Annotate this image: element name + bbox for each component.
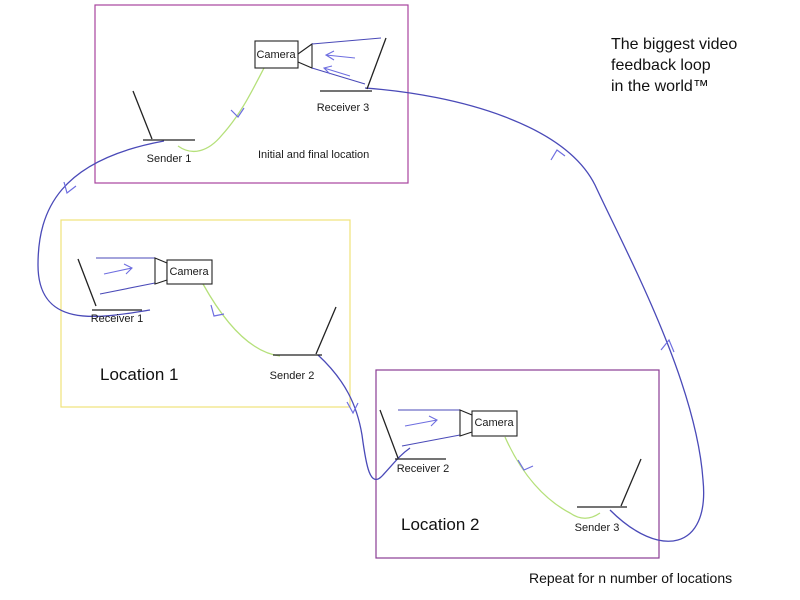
- receiver-screen-icon: [379, 409, 446, 460]
- location-1-caption: Location 1: [100, 365, 178, 384]
- location-1-box: [60, 219, 351, 408]
- receiver-screen-icon: [320, 37, 387, 92]
- sender-antenna-icon: [132, 90, 195, 141]
- camera-label: Camera: [474, 417, 514, 429]
- receiver-1-label: Receiver 1: [91, 313, 144, 325]
- receiver-3-label: Receiver 3: [317, 102, 370, 114]
- diagram-title-line-1: The biggest video: [611, 36, 737, 53]
- link-sender3-to-receiver3: [364, 87, 705, 542]
- sender-2-label: Sender 2: [270, 370, 315, 382]
- footer-note: Repeat for n number of locations: [529, 570, 732, 586]
- location-2-caption: Location 2: [401, 515, 479, 534]
- sender-antenna-icon: [577, 458, 642, 508]
- flow-arrow-icon: [550, 149, 566, 161]
- flow-arrow-icon: [517, 459, 534, 471]
- camera-icon: [459, 409, 518, 437]
- location-2-box: [375, 369, 660, 559]
- receiver-screen-icon: [77, 258, 142, 311]
- camera-icon: [154, 257, 213, 285]
- initial-location-caption: Initial and final location: [258, 149, 369, 161]
- flow-arrow-icon: [230, 107, 245, 118]
- view-arrow-icon: [404, 415, 438, 427]
- view-arrow-icon: [322, 65, 351, 77]
- link-camera-to-sender2: [202, 283, 281, 357]
- receiver-2-label: Receiver 2: [397, 463, 450, 475]
- sender-3-label: Sender 3: [575, 522, 620, 534]
- view-arrow-icon: [103, 263, 133, 275]
- sender-1-label: Sender 1: [147, 153, 192, 165]
- link-sender1-to-receiver1: [37, 140, 165, 318]
- diagram-title-line-2: feedback loop: [611, 57, 711, 74]
- camera-label: Camera: [256, 49, 296, 61]
- flow-arrow-icon: [346, 401, 359, 415]
- view-arrow-icon: [324, 50, 356, 61]
- camera-label: Camera: [169, 266, 209, 278]
- link-camera-to-sender1: [177, 67, 265, 153]
- link-camera-to-sender3: [504, 436, 601, 519]
- camera-icon: [254, 40, 313, 69]
- sender-antenna-icon: [273, 306, 337, 356]
- diagram-title-line-3: in the world™: [611, 78, 709, 95]
- initial-location-box: [94, 4, 409, 184]
- flow-arrow-icon: [210, 304, 225, 317]
- flow-arrow-icon: [63, 181, 77, 195]
- flow-arrow-icon: [660, 338, 675, 353]
- link-sender2-to-receiver2: [317, 354, 411, 481]
